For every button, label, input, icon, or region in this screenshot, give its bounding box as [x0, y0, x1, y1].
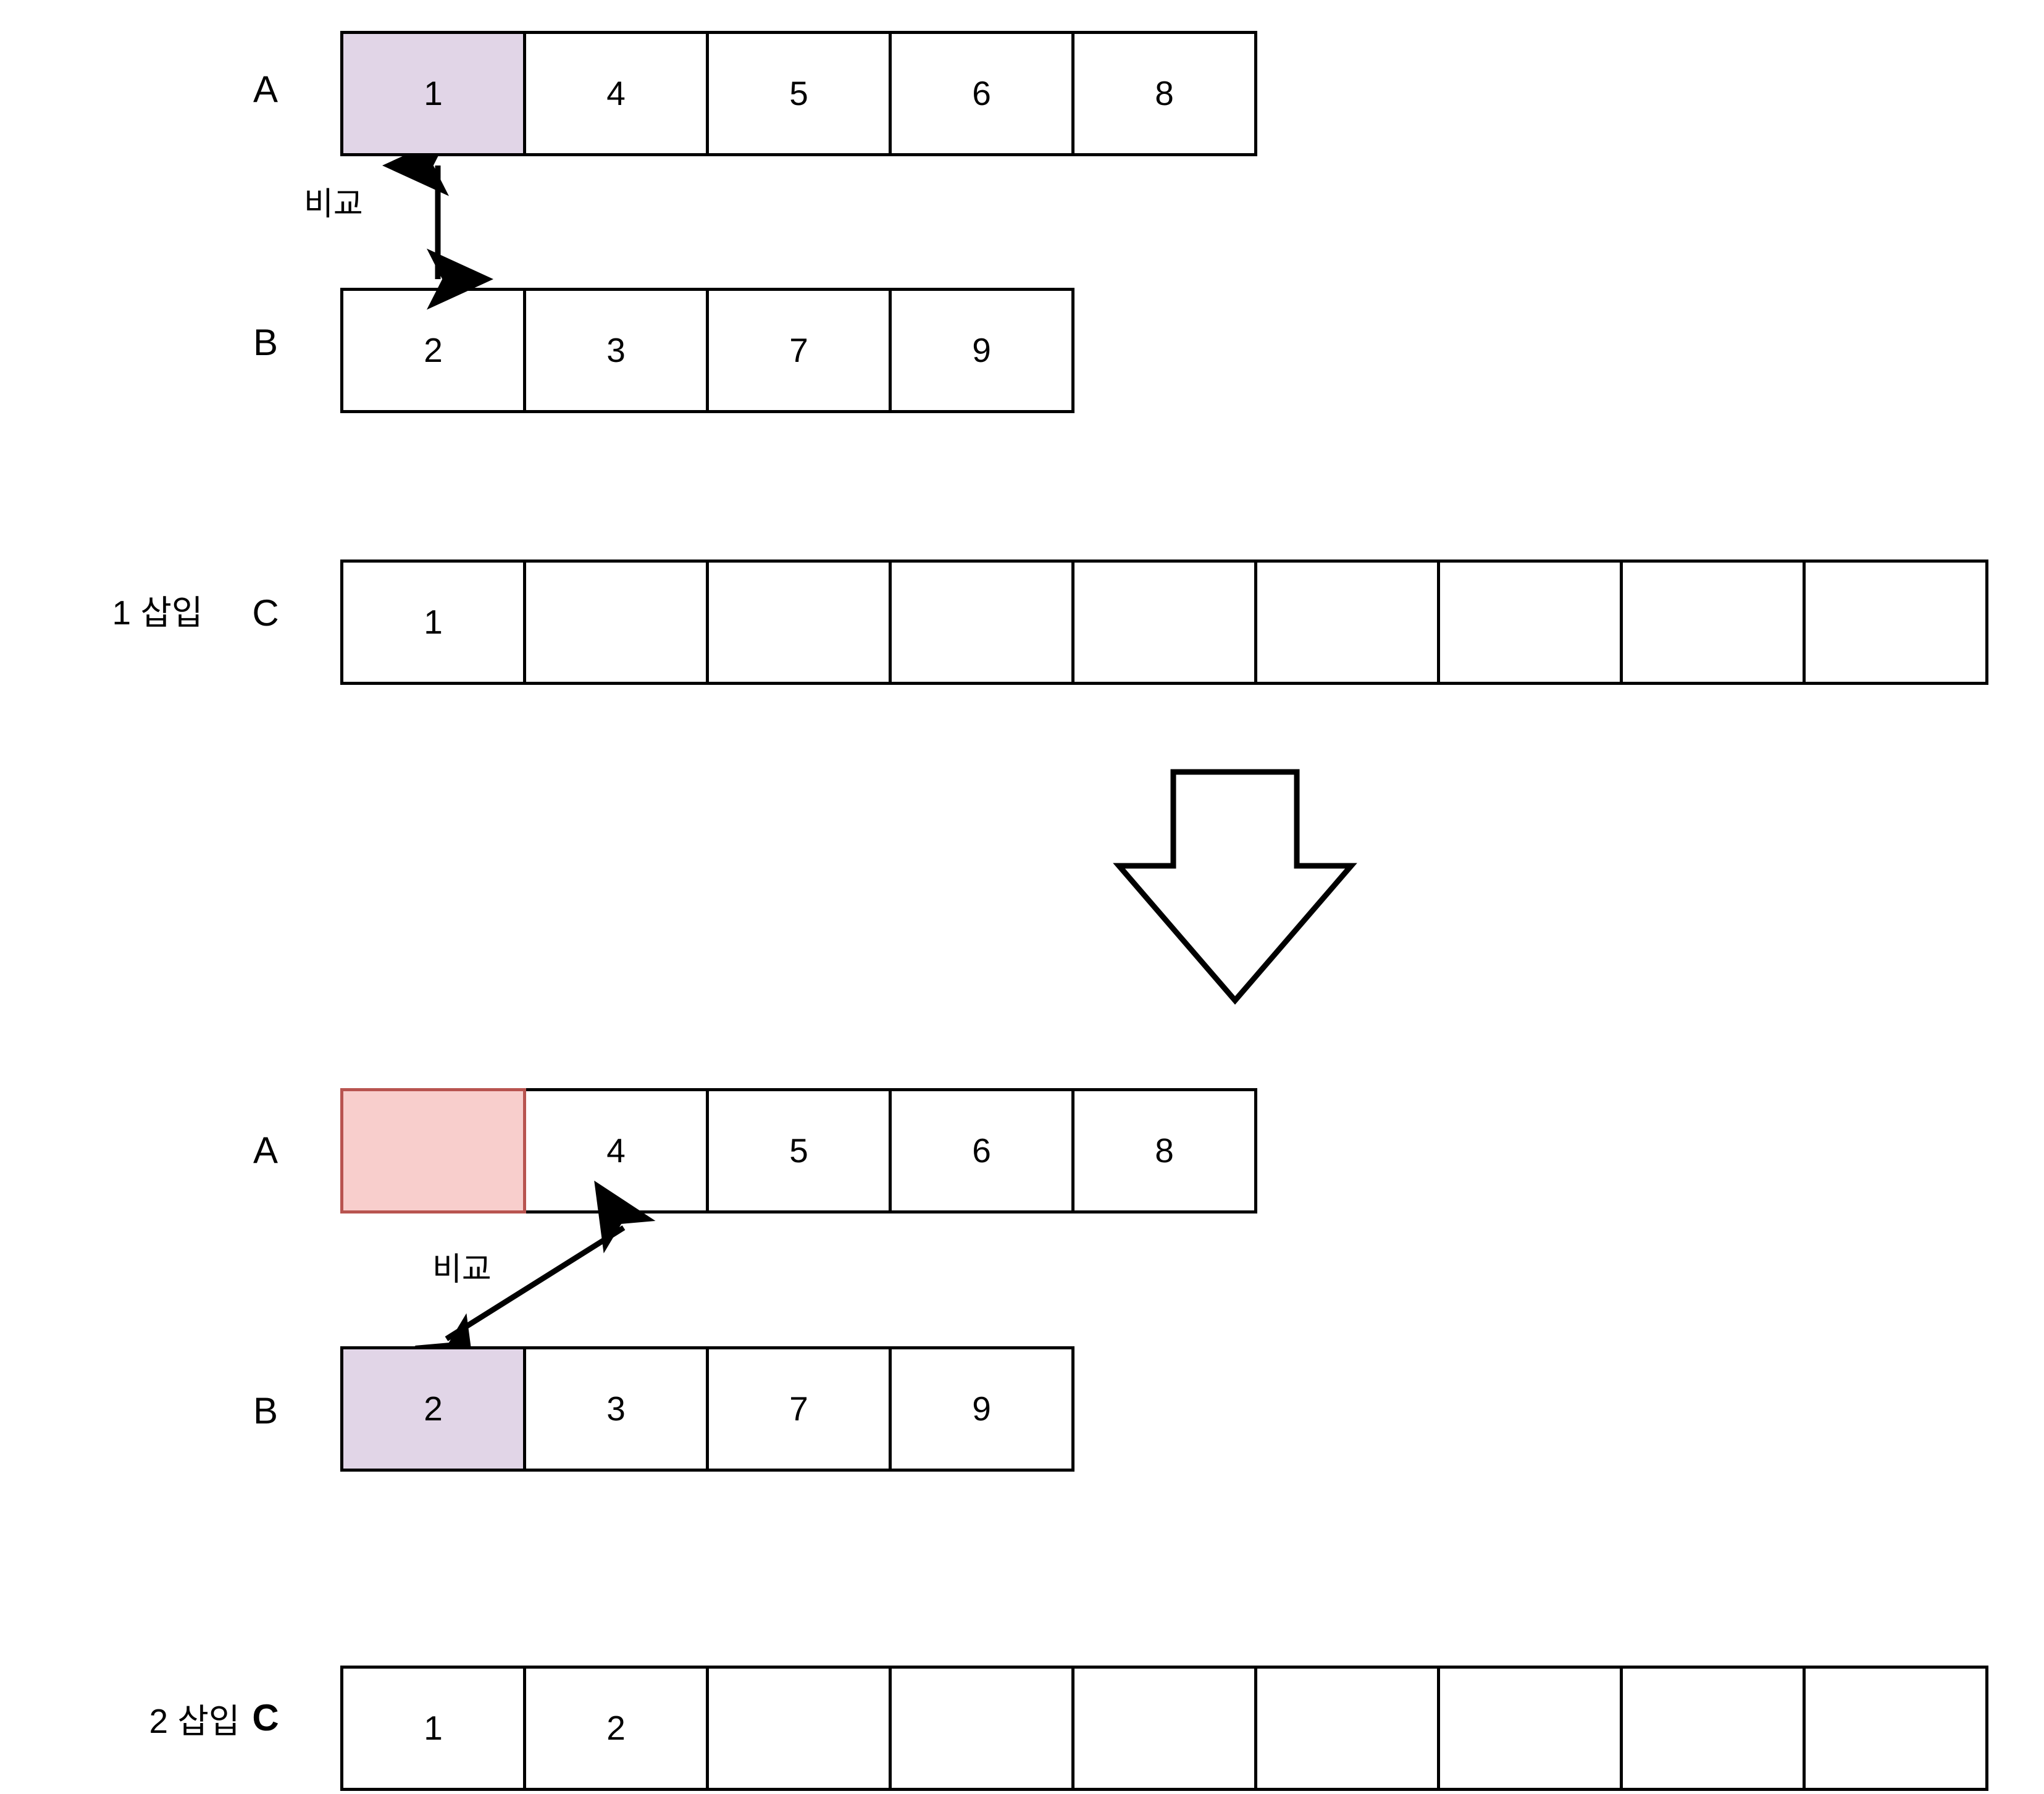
step1-b-cell-0[interactable]: 2 — [340, 288, 526, 413]
step2-a-cell-3[interactable]: 6 — [889, 1088, 1074, 1213]
step1-caption: 1 삽입 — [112, 593, 203, 632]
step1-a-cell-2[interactable]: 5 — [706, 31, 892, 156]
step1-c-cell-2[interactable] — [706, 560, 892, 685]
step2-a-cell-0[interactable] — [340, 1088, 526, 1213]
step2-row-c-label: C — [252, 1697, 279, 1738]
step2-c-cell-5[interactable] — [1254, 1666, 1440, 1791]
step1-c-cell-7[interactable] — [1620, 560, 1806, 685]
step1-c-cell-5[interactable] — [1254, 560, 1440, 685]
step1-b-cell-2[interactable]: 7 — [706, 288, 892, 413]
step2-a-cell-2[interactable]: 5 — [706, 1088, 892, 1213]
step1-c-cell-4[interactable] — [1071, 560, 1257, 685]
step1-c-cell-3[interactable] — [889, 560, 1074, 685]
step1-row-a-label: A — [253, 69, 279, 110]
step1-a-cell-4[interactable]: 8 — [1071, 31, 1257, 156]
step2-a-cell-1[interactable]: 4 — [523, 1088, 709, 1213]
step1-c-cell-6[interactable] — [1437, 560, 1623, 685]
step1-c-cell-1[interactable] — [523, 560, 709, 685]
step1-a-cell-1[interactable]: 4 — [523, 31, 709, 156]
step2-caption: 2 삽입 — [149, 1702, 240, 1740]
step1-row-c-label: C — [252, 592, 279, 634]
step1-a-cell-0[interactable]: 1 — [340, 31, 526, 156]
step1-a-cell-3[interactable]: 6 — [889, 31, 1074, 156]
step1-c-cell-8[interactable] — [1803, 560, 1988, 685]
step2-c-cell-4[interactable] — [1071, 1666, 1257, 1791]
step1-array-c: 1 — [340, 560, 1988, 685]
step2-c-cell-3[interactable] — [889, 1666, 1074, 1791]
step2-c-cell-7[interactable] — [1620, 1666, 1806, 1791]
step1-compare-label: 비교 — [304, 187, 363, 222]
step2-b-cell-2[interactable]: 7 — [706, 1346, 892, 1472]
down-arrow-icon — [1113, 769, 1357, 1005]
step2-a-cell-4[interactable]: 8 — [1071, 1088, 1257, 1213]
step2-row-a-label: A — [253, 1130, 279, 1171]
step2-b-cell-1[interactable]: 3 — [523, 1346, 709, 1472]
step2-c-cell-0[interactable]: 1 — [340, 1666, 526, 1791]
step2-b-cell-3[interactable]: 9 — [889, 1346, 1074, 1472]
step2-row-b-label: B — [253, 1390, 279, 1431]
step2-c-cell-2[interactable] — [706, 1666, 892, 1791]
step2-c-cell-6[interactable] — [1437, 1666, 1623, 1791]
step1-row-b-label: B — [253, 322, 279, 363]
step2-c-cell-1[interactable]: 2 — [523, 1666, 709, 1791]
step1-c-cell-0[interactable]: 1 — [340, 560, 526, 685]
step2-c-cell-8[interactable] — [1803, 1666, 1988, 1791]
step2-b-cell-0[interactable]: 2 — [340, 1346, 526, 1472]
step1-b-cell-3[interactable]: 9 — [889, 288, 1074, 413]
step1-b-cell-1[interactable]: 3 — [523, 288, 709, 413]
step2-compare-label: 비교 — [432, 1252, 492, 1288]
